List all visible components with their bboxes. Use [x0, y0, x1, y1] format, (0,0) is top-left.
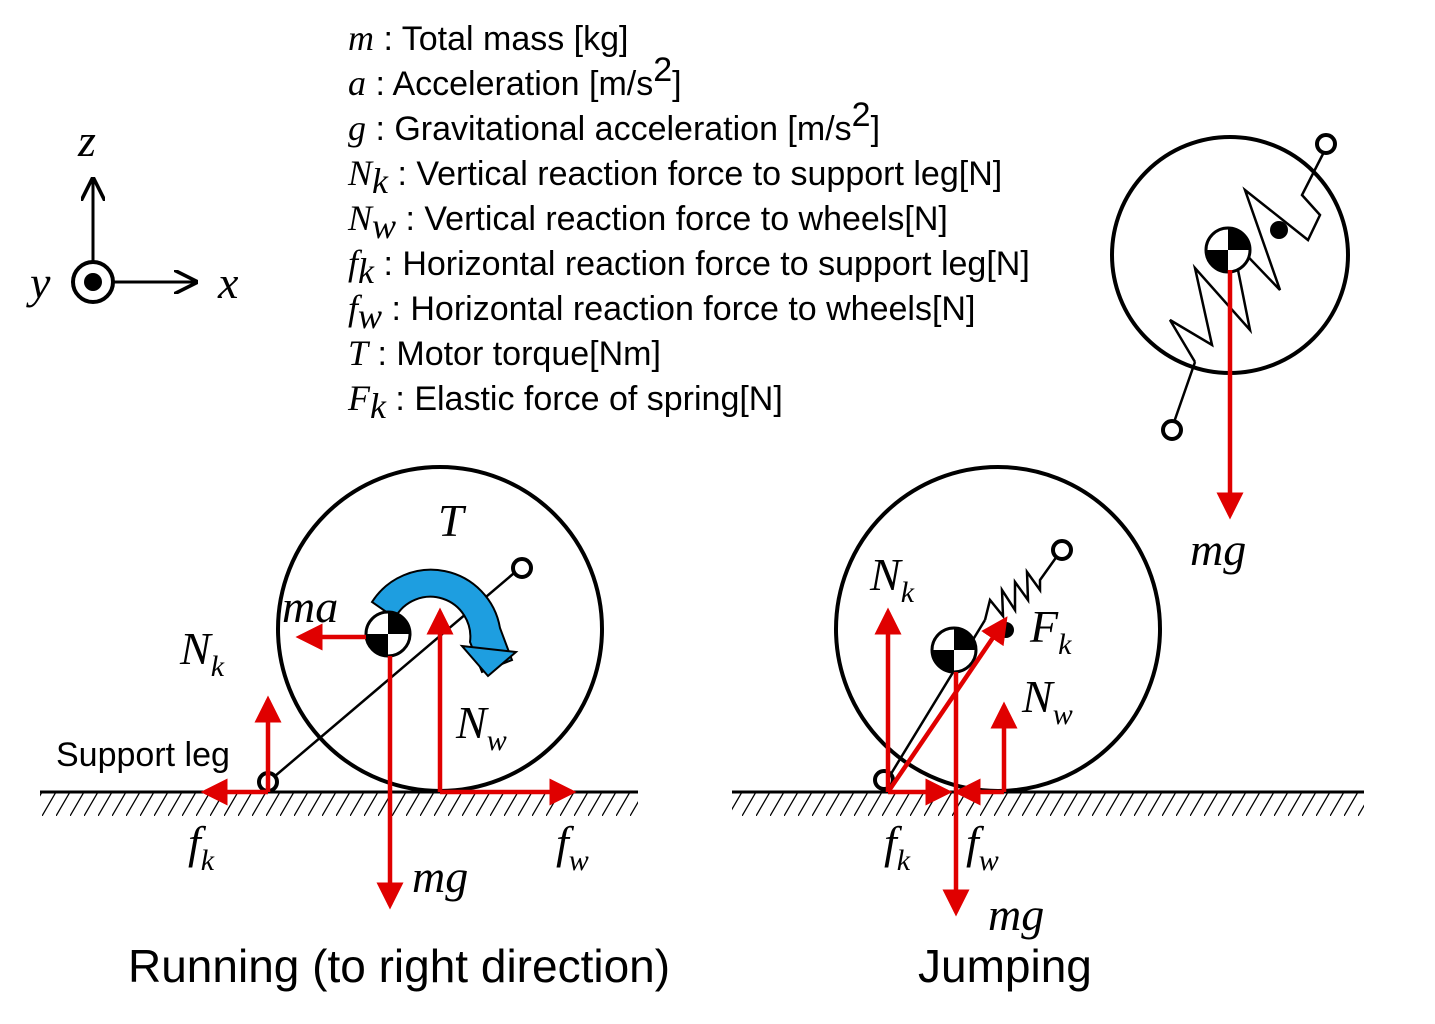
legend-symbol: F — [347, 378, 371, 418]
legend-description: Total mass [kg] — [402, 20, 629, 58]
running-nw-label: Nw — [455, 697, 507, 757]
center-of-mass-icon — [1204, 226, 1252, 274]
legend-row: Nw : Vertical reaction force to wheels[N… — [347, 198, 948, 246]
legend-row: Nk : Vertical reaction force to support … — [347, 153, 1002, 201]
legend-row: Fk : Elastic force of spring[N] — [347, 378, 783, 426]
legend-row: g : Gravitational acceleration [m/s2] — [348, 96, 880, 148]
legend-row: a : Acceleration [m/s2] — [348, 51, 682, 103]
coordinate-axes: z x y — [26, 115, 239, 308]
jumping-nw-label: Nw — [1021, 671, 1073, 731]
running-ma-label: ma — [282, 581, 338, 632]
legend-symbol: N — [347, 153, 374, 193]
axis-y-label: y — [26, 257, 51, 308]
symbol-legend: m : Total mass [kg]a : Acceleration [m/s… — [347, 18, 1030, 426]
airborne-diagram: mg — [1110, 133, 1350, 575]
legend-row: fw : Horizontal reaction force to wheels… — [348, 288, 975, 336]
axis-z-label: z — [77, 115, 96, 166]
center-of-mass-icon — [930, 626, 978, 674]
running-support-leg-label: Support leg — [56, 736, 230, 774]
legend-row: fk : Horizontal reaction force to suppor… — [348, 243, 1030, 291]
running-mg-label: mg — [412, 851, 468, 902]
center-of-mass-icon — [364, 610, 412, 658]
legend-description: Horizontal reaction force to wheels[N] — [410, 290, 975, 328]
legend-description: Motor torque[Nm] — [396, 335, 661, 373]
jumping-nk-label: Nk — [869, 549, 915, 609]
jumping-fk-spring-label: Fk — [1029, 601, 1072, 661]
legend-description: Horizontal reaction force to support leg… — [402, 245, 1029, 283]
legend-symbol: m — [348, 18, 374, 58]
running-caption: Running (to right direction) — [128, 940, 670, 992]
legend-symbol: g — [348, 108, 366, 148]
running-diagram: T ma Nk Nw Support leg fk fw mg Running … — [40, 465, 670, 992]
legend-description: Elastic force of spring[N] — [414, 380, 782, 418]
legend-description: Vertical reaction force to wheels[N] — [424, 200, 947, 238]
running-fk-label: fk — [188, 817, 215, 877]
legend-row: T : Motor torque[Nm] — [348, 333, 661, 373]
legend-symbol: T — [348, 333, 371, 373]
running-torque-label: T — [438, 495, 467, 546]
legend-symbol: a — [348, 63, 366, 103]
running-nk-label: Nk — [179, 623, 225, 683]
jumping-mg-label: mg — [988, 889, 1044, 940]
jumping-fk-label: fk — [884, 817, 911, 877]
legend-description: Gravitational acceleration [m/s — [394, 110, 851, 148]
jumping-fw-label: fw — [966, 817, 999, 877]
legend-row: m : Total mass [kg] — [348, 18, 628, 58]
legend-symbol: N — [347, 198, 374, 238]
airborne-mg-label: mg — [1190, 524, 1246, 575]
axis-x-label: x — [217, 257, 239, 308]
jumping-caption: Jumping — [918, 940, 1092, 992]
legend-description: Vertical reaction force to support leg[N… — [416, 155, 1002, 193]
running-fw-label: fw — [556, 817, 589, 877]
torque-arrow-icon — [370, 568, 519, 678]
legend-description: Acceleration [m/s — [392, 65, 653, 103]
jumping-diagram: Nk Fk Nw fk fw mg Jumping — [732, 465, 1364, 992]
